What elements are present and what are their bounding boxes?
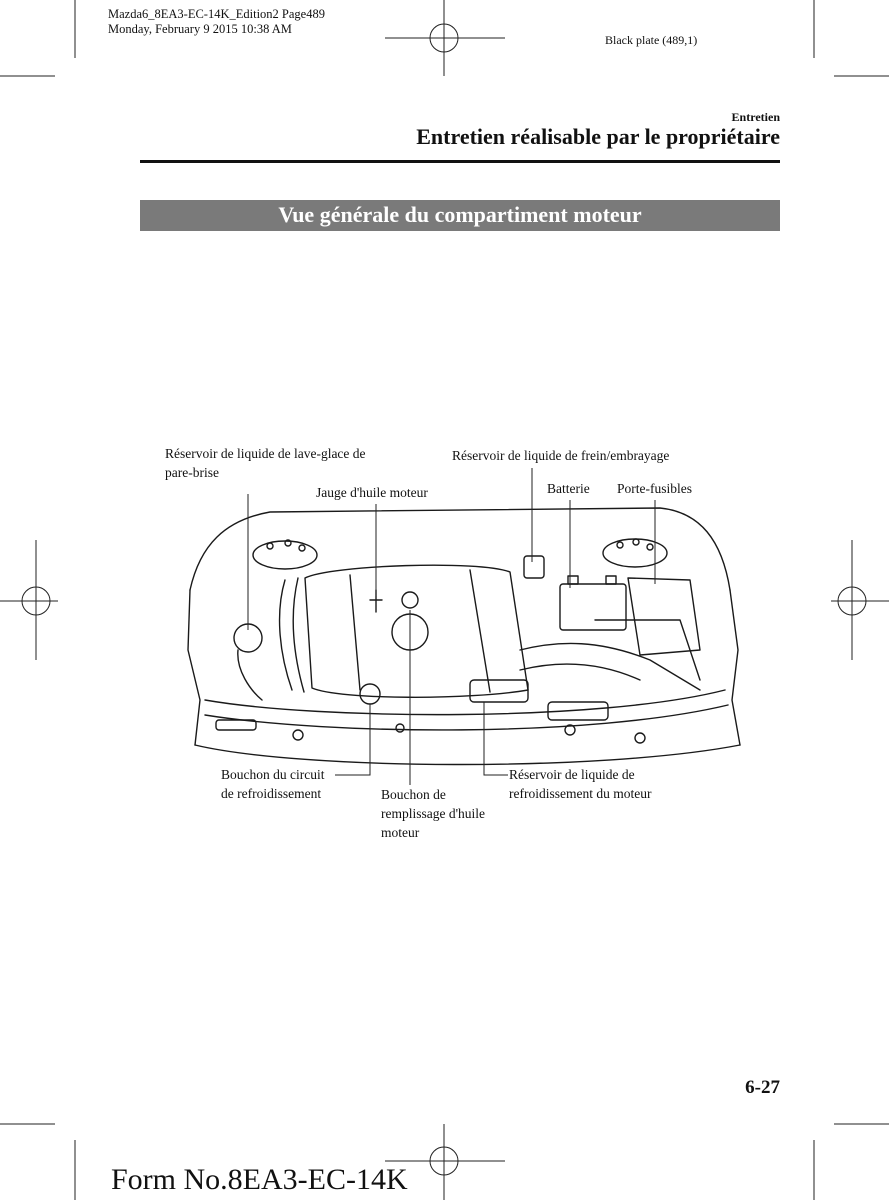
fuse-box: [627, 577, 701, 656]
label-line: refroidissement du moteur: [509, 786, 652, 801]
page-number: 6-27: [745, 1077, 780, 1098]
engine-cover: [304, 564, 529, 698]
label-line: de refroidissement: [221, 786, 322, 801]
registration-mark-bottom: [385, 1124, 505, 1200]
label-line: Bouchon de: [381, 787, 446, 802]
registration-mark-right: [831, 540, 889, 660]
section-banner: Vue générale du compartiment moteur: [140, 200, 780, 231]
label-radiator-cap: Bouchon du circuit de refroidissement: [221, 765, 324, 803]
file-name: Mazda6_8EA3-EC-14K_Edition2 Page489: [108, 7, 325, 21]
label-line: Réservoir de liquide de lave-glace de: [165, 446, 366, 461]
radiator-cap: [359, 683, 381, 705]
strut-tower-right: [602, 538, 668, 568]
print-date: Monday, February 9 2015 10:38 AM: [108, 22, 292, 36]
label-washer-reservoir: Réservoir de liquide de lave-glace de pa…: [165, 444, 366, 482]
label-dipstick: Jauge d'huile moteur: [316, 485, 428, 500]
label-battery: Batterie: [547, 481, 590, 496]
leader-radiator-cap: [335, 704, 371, 776]
plate-info: Black plate (489,1): [605, 33, 698, 47]
label-coolant-reservoir: Réservoir de liquide de refroidissement …: [509, 765, 651, 803]
fender-right: [729, 589, 741, 746]
label-line: pare-brise: [165, 465, 219, 480]
fender-left: [187, 589, 201, 746]
label-line: moteur: [381, 825, 420, 840]
battery: [559, 583, 627, 631]
form-number: Form No.8EA3-EC-14K: [111, 1163, 408, 1196]
label-line: Bouchon du circuit: [221, 767, 325, 782]
oil-filler-cap: [401, 591, 419, 609]
file-info: Mazda6_8EA3-EC-14K_Edition2 Page489 Mond…: [108, 7, 325, 37]
brake-reservoir: [523, 555, 545, 579]
front-bumper: [194, 744, 741, 766]
label-line: Réservoir de liquide de: [509, 767, 635, 782]
title-rule: [140, 160, 780, 163]
registration-mark-top: [385, 0, 505, 76]
chapter-title: Entretien réalisable par le propriétaire: [416, 124, 780, 149]
label-line: remplissage d'huile: [381, 806, 486, 821]
label-brake-reservoir: Réservoir de liquide de frein/embrayage: [452, 448, 670, 463]
air-duct: [519, 642, 701, 691]
hood-outline: [189, 507, 731, 591]
section-name: Entretien: [731, 110, 780, 124]
coolant-reservoir: [469, 679, 529, 703]
radiator-support: [204, 689, 726, 716]
strut-tower-left: [252, 540, 318, 570]
registration-mark-left: [0, 540, 58, 660]
label-oil-filler-cap: Bouchon de remplissage d'huile moteur: [381, 785, 485, 842]
label-fuse-box: Porte-fusibles: [617, 481, 692, 496]
leader-coolant: [483, 702, 508, 776]
